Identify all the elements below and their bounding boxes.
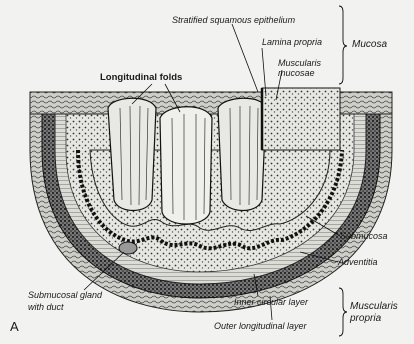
label-muscularis-mucosae-line2: mucosae — [278, 68, 315, 78]
label-muscularis-mucosae-line1: Muscularis — [278, 58, 321, 68]
label-outer-longitudinal-layer: Outer longitudinal layer — [214, 321, 307, 331]
label-stratified-squamous-epithelium: Stratified squamous epithelium — [172, 15, 295, 25]
panel-letter: A — [10, 319, 19, 334]
epithelium-strip — [262, 88, 340, 150]
label-submucosal-gland-line2: with duct — [28, 302, 64, 312]
label-muscularis-propria-line1: Muscularis — [350, 302, 398, 312]
label-inner-circular-layer: Inner circular layer — [234, 297, 308, 307]
longitudinal-fold-left — [108, 98, 156, 210]
label-muscularis-propria-line2: propria — [350, 314, 381, 324]
muscularis-propria-bracket — [339, 288, 347, 336]
label-longitudinal-folds: Longitudinal folds — [100, 73, 182, 83]
label-submucosal-gland-line1: Submucosal gland — [28, 290, 102, 300]
label-lamina-propria: Lamina propria — [262, 37, 322, 47]
longitudinal-fold-right — [218, 98, 266, 210]
submucosal-gland — [119, 242, 137, 254]
leader-epithelium — [232, 24, 258, 92]
longitudinal-fold-center — [160, 107, 212, 224]
label-submucosa: Submucosa — [340, 231, 388, 241]
label-mucosa: Mucosa — [352, 40, 387, 50]
label-adventitia: Adventitia — [338, 257, 378, 267]
mucosa-bracket — [339, 6, 347, 84]
